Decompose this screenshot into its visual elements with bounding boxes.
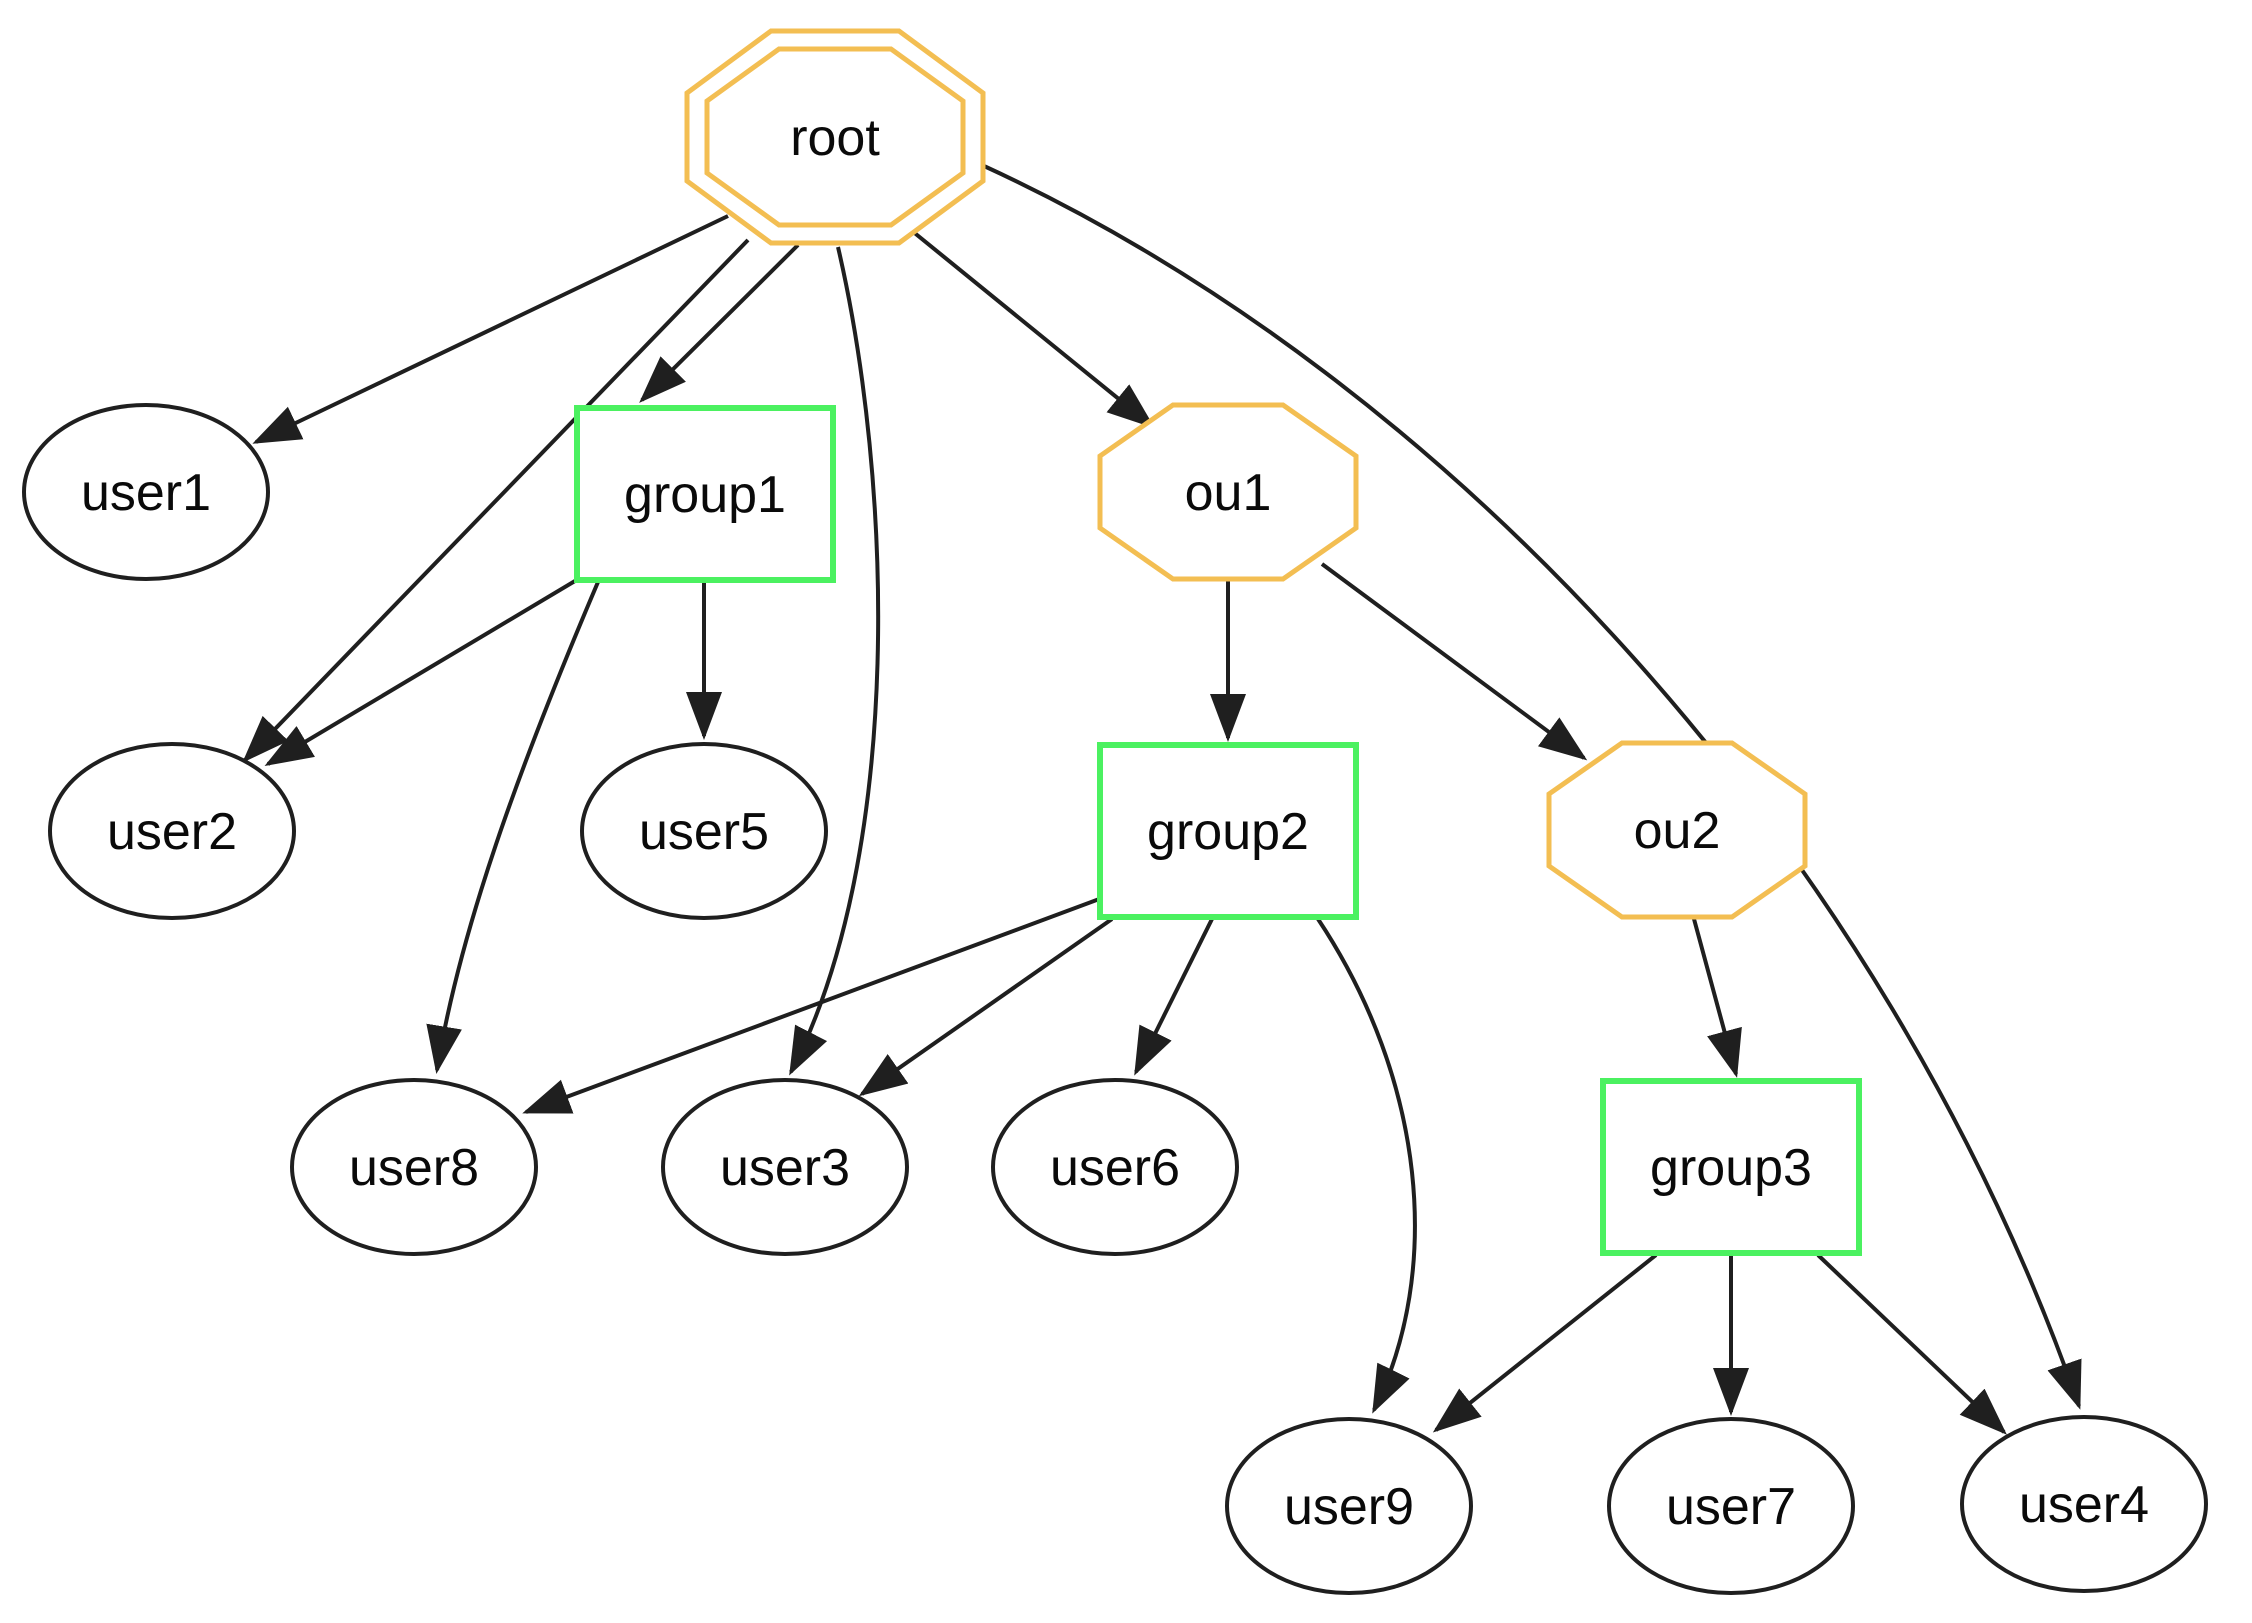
node-ou2: ou2 xyxy=(1546,740,1808,920)
edge-layer xyxy=(242,164,2082,1435)
edge-group3-user9 xyxy=(1432,1253,1658,1433)
edge-root-user4 xyxy=(983,164,2082,1410)
edge-group1-user2 xyxy=(264,576,582,767)
group3-rect xyxy=(1600,1078,1862,1256)
user6-label: user6 xyxy=(1050,1139,1180,1197)
edge-group1-user8 xyxy=(426,581,600,1074)
edge-group2-user6 xyxy=(1134,918,1214,1076)
ou2-label: ou2 xyxy=(1634,802,1721,860)
edge-group3-user4 xyxy=(1816,1253,2007,1435)
user2-label: user2 xyxy=(107,803,237,861)
edge-root-ou1 xyxy=(904,224,1156,429)
node-user6: user6 xyxy=(991,1078,1239,1256)
user4-label: user4 xyxy=(2019,1476,2149,1534)
node-ou1: ou1 xyxy=(1097,402,1359,582)
user5-label: user5 xyxy=(639,803,769,861)
node-layer: root ou1 ou2 group1 group2 group3 xyxy=(22,28,2208,1595)
edge-root-user3 xyxy=(789,246,881,1076)
user8-ellipse xyxy=(290,1078,538,1256)
node-user1: user1 xyxy=(22,403,270,581)
group3-label: group3 xyxy=(1650,1139,1812,1197)
node-user3: user3 xyxy=(661,1078,909,1256)
edge-ou2-group3 xyxy=(1692,918,1742,1078)
user3-label: user3 xyxy=(720,1139,850,1197)
edge-ou1-ou2 xyxy=(1320,562,1588,761)
user1-label: user1 xyxy=(81,464,211,522)
ou2-octagon xyxy=(1546,740,1808,920)
node-user7: user7 xyxy=(1607,1417,1855,1595)
node-user5: user5 xyxy=(580,742,828,920)
user7-ellipse xyxy=(1607,1417,1855,1595)
root-label: root xyxy=(790,109,880,167)
user2-ellipse xyxy=(48,742,296,920)
edge-root-user1 xyxy=(252,214,729,444)
node-group1: group1 xyxy=(574,405,836,583)
group2-label: group2 xyxy=(1147,803,1309,861)
node-user9: user9 xyxy=(1225,1417,1473,1595)
ou1-label: ou1 xyxy=(1185,464,1272,522)
edge-root-user2 xyxy=(242,238,750,763)
node-user8: user8 xyxy=(290,1078,538,1256)
user9-label: user9 xyxy=(1284,1478,1414,1536)
root-octagon-outer xyxy=(684,28,986,246)
node-group2: group2 xyxy=(1097,742,1359,920)
node-root: root xyxy=(684,28,986,246)
user1-ellipse xyxy=(22,403,270,581)
ou1-octagon xyxy=(1097,402,1359,582)
node-user2: user2 xyxy=(48,742,296,920)
edge-root-group1 xyxy=(639,243,800,403)
edge-group2-user3 xyxy=(858,917,1114,1097)
user7-label: user7 xyxy=(1666,1478,1796,1536)
user5-ellipse xyxy=(580,742,828,920)
root-octagon-inner xyxy=(704,46,966,228)
group1-rect xyxy=(574,405,836,583)
user4-ellipse xyxy=(1960,1415,2208,1593)
user3-ellipse xyxy=(661,1078,909,1256)
edge-group2-user9 xyxy=(1316,917,1417,1414)
edge-group2-user8 xyxy=(522,896,1103,1114)
node-user4: user4 xyxy=(1960,1415,2208,1593)
group2-rect xyxy=(1097,742,1359,920)
node-group3: group3 xyxy=(1600,1078,1862,1256)
group1-label: group1 xyxy=(624,466,786,524)
user9-ellipse xyxy=(1225,1417,1473,1595)
user8-label: user8 xyxy=(349,1139,479,1197)
user6-ellipse xyxy=(991,1078,1239,1256)
